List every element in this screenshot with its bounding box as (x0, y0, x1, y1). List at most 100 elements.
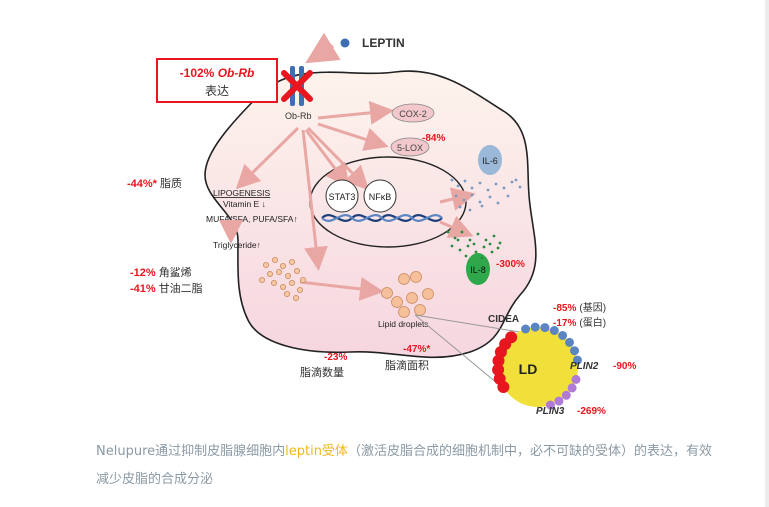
plin2-protein (565, 337, 574, 347)
il6-node (478, 145, 502, 175)
lipid-droplet (398, 306, 410, 318)
svg-text:5-LOX: 5-LOX (397, 143, 423, 153)
lipid-droplet-ld (498, 327, 578, 407)
plin2-protein (572, 355, 582, 365)
svg-text:LD: LD (519, 361, 538, 377)
plin3-protein (571, 374, 581, 384)
il8-particle (446, 230, 450, 234)
leptin-molecule (340, 38, 350, 48)
ob-rb-receptor (281, 66, 313, 106)
caption-text-1: Nelupure通过抑制皮脂腺细胞内 (96, 444, 286, 459)
il6-particle (480, 204, 484, 208)
plin2-protein (558, 331, 568, 340)
svg-text:IL-6: IL-6 (482, 156, 498, 166)
vitamin-e-label: Vitamin E ↓ (223, 199, 266, 209)
nfkb-node (363, 179, 397, 213)
il6-particles (450, 178, 522, 212)
il6-particle (470, 186, 474, 190)
small-lipid-particles (258, 256, 306, 301)
receptor-callout-box (156, 58, 278, 103)
plin2-protein (549, 326, 559, 335)
il6-particle (514, 178, 518, 182)
mufa-label: MUFA/SFA, PUFA/SFA↑ (206, 214, 298, 224)
lipid-droplet (381, 287, 393, 299)
il8-particle (480, 256, 484, 260)
small-lipid (292, 294, 299, 301)
plin2-protein (521, 324, 531, 334)
plin3-proteins (545, 374, 581, 410)
lipid-droplet (414, 304, 426, 316)
plin3-protein (554, 396, 564, 406)
cidea-label: CIDEA (488, 314, 519, 325)
triglyceride-label: Triglyceride↑ (213, 240, 261, 250)
plin3-label: PLIN3 (536, 406, 565, 417)
5lox-pct: -84% (422, 133, 445, 144)
small-lipid (299, 276, 306, 283)
svg-text:COX-2: COX-2 (399, 109, 427, 119)
il8-particle (496, 246, 500, 250)
small-lipid (283, 290, 290, 297)
lipid-annotation: -44%*脂质 (127, 176, 182, 190)
small-lipid (288, 279, 295, 286)
il6-particle (518, 185, 522, 189)
small-lipid (296, 286, 303, 293)
cidea-protein: -17%(蛋白) (553, 316, 606, 329)
il8-particle (472, 242, 476, 246)
il6-particle (502, 186, 506, 190)
il6-particle (456, 184, 460, 188)
cidea-proteins (492, 331, 518, 393)
dna-helix (321, 214, 443, 222)
il8-particles (446, 230, 502, 260)
small-lipid (279, 262, 286, 269)
lipid-droplet (391, 296, 403, 308)
il8-particle (484, 238, 488, 242)
lipid-droplets (381, 271, 434, 318)
il6-particle (494, 182, 498, 186)
il8-particle (492, 234, 496, 238)
plin2-label: PLIN2 (570, 361, 599, 372)
diglyceride-annotation: -41%甘油二脂 (130, 281, 203, 295)
plin2-pct: -90% (613, 361, 636, 372)
stat3-node (325, 179, 359, 213)
small-lipid (266, 270, 273, 277)
leptin-label: LEPTIN (362, 36, 405, 50)
small-lipid (271, 256, 278, 263)
small-lipid (275, 268, 282, 275)
il8-node (466, 253, 490, 285)
lipid-droplet (410, 271, 422, 283)
plin2-protein (540, 323, 550, 333)
il8-particle (476, 232, 480, 236)
count-pct: -23% (324, 352, 347, 363)
receptor-callout-sub: 表达 (205, 84, 229, 98)
plin2-protein (570, 346, 579, 356)
area-label: 脂滴面积 (385, 358, 429, 372)
small-lipid (258, 276, 265, 283)
scrollbar[interactable] (765, 0, 769, 507)
lipogenesis-label: LIPOGENESIS (213, 188, 270, 198)
small-lipid (270, 279, 277, 286)
il8-pct: -300% (496, 259, 525, 270)
il8-particle (453, 236, 457, 240)
small-lipid (279, 283, 286, 290)
small-lipid (293, 267, 300, 274)
cidea-gene: -85%(基因) (553, 301, 606, 314)
caption-highlight: leptin受体 (285, 444, 348, 459)
small-lipid (284, 272, 291, 279)
il6-particle (463, 179, 467, 183)
receptor-label: Ob-Rb (285, 111, 312, 121)
area-pct: -47%* (403, 344, 430, 355)
lipid-droplets-label: Lipid droplets (378, 319, 429, 329)
il6-particle (478, 200, 482, 204)
receptor-callout-title: -102% Ob-Rb (180, 66, 255, 80)
il6-particle (458, 205, 462, 209)
plin3-pct: -269% (577, 406, 606, 417)
il8-particle (464, 254, 468, 258)
il8-particle (490, 250, 494, 254)
il6-particle (450, 178, 454, 182)
il6-particle (462, 198, 466, 202)
il6-particle (454, 194, 458, 198)
lipid-droplet (422, 288, 434, 300)
small-lipid (288, 258, 295, 265)
il6-particle (470, 193, 474, 197)
